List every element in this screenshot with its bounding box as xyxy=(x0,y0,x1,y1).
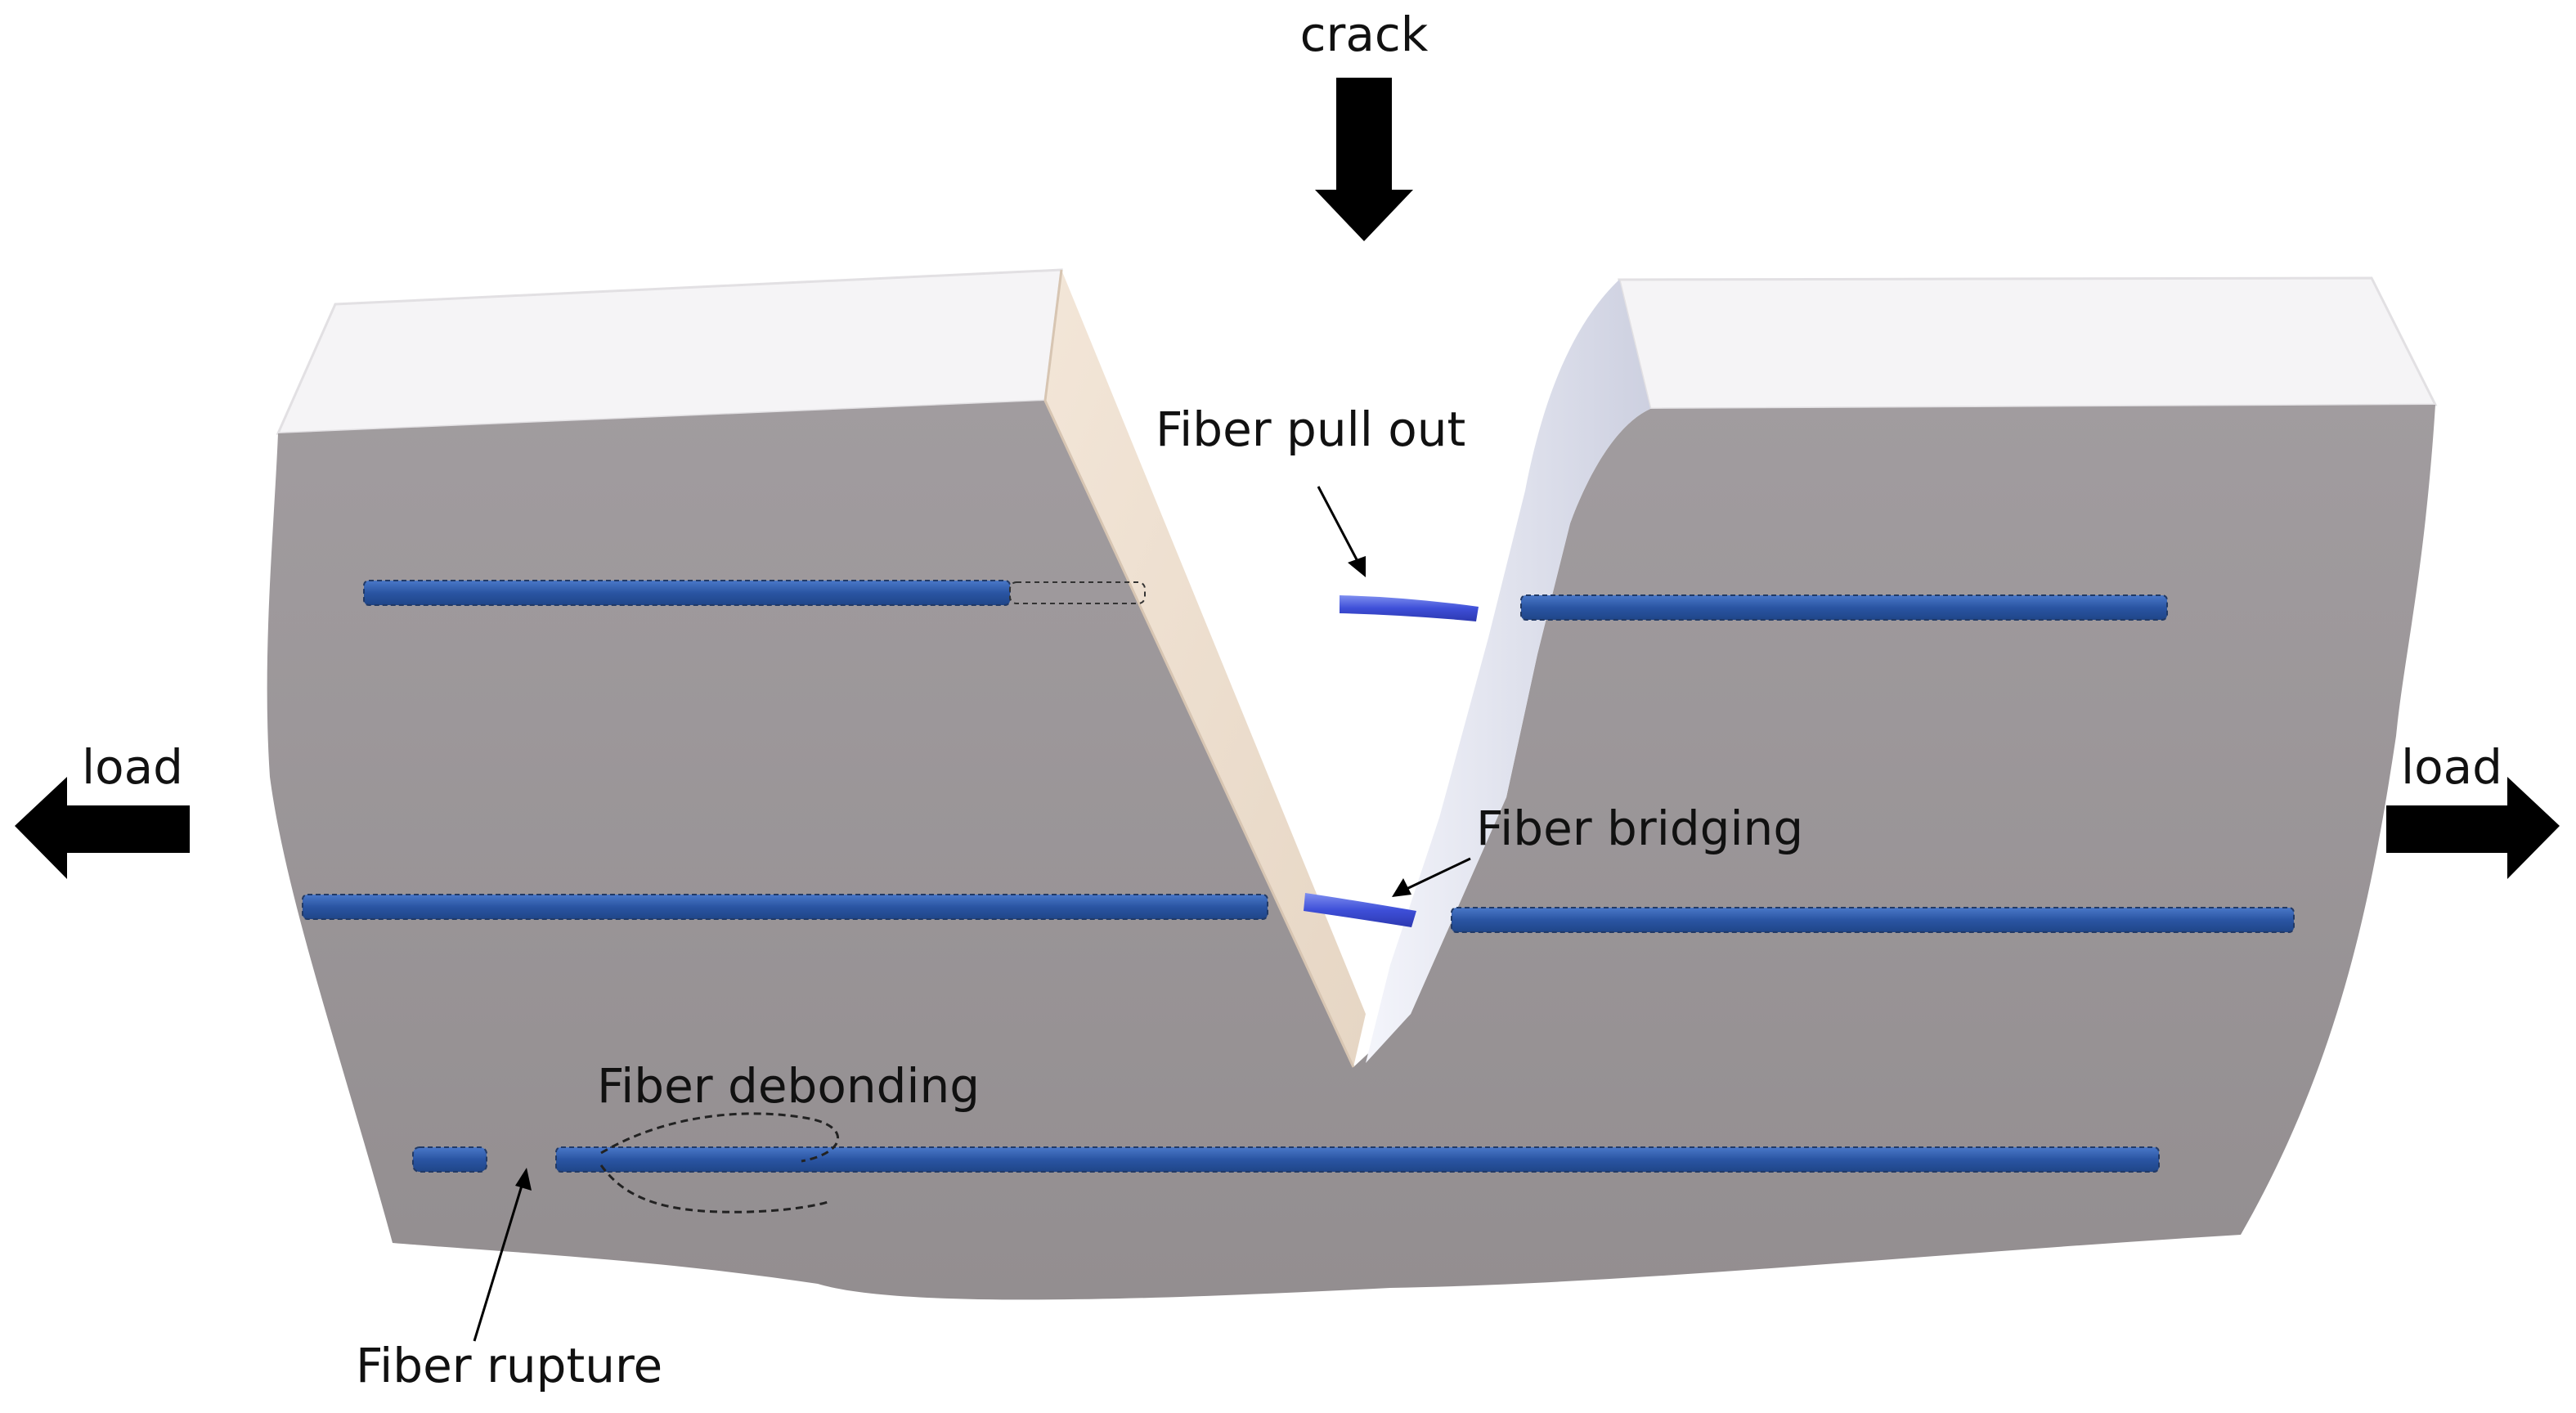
load-arrow-left-icon xyxy=(15,777,190,879)
debonding-label: Fiber debonding xyxy=(597,1058,980,1114)
fiber-row1-right xyxy=(1520,594,2168,621)
crack-label: crack xyxy=(1300,7,1429,62)
rupture-pointer xyxy=(473,1168,532,1342)
fiber-row1-left xyxy=(363,580,1011,606)
debonding-outline xyxy=(599,1112,839,1213)
fiber-row3-ruptured-piece xyxy=(412,1146,487,1173)
load-arrow-right-icon xyxy=(2386,777,2560,879)
bridging-label: Fiber bridging xyxy=(1476,801,1803,856)
crack-face-right xyxy=(1366,280,1650,1063)
crack-face-left xyxy=(1045,270,1366,1067)
fiber-pulled-out xyxy=(1340,595,1479,621)
fiber-bridging xyxy=(1304,893,1416,927)
fiber-row1-debond-hole xyxy=(1009,581,1146,604)
right-top-face xyxy=(1618,276,2438,410)
matrix-block xyxy=(267,268,2438,1300)
fiber-row2-right xyxy=(1451,907,2295,933)
fiber-row3-main xyxy=(555,1146,2160,1173)
fiber-row2-left xyxy=(302,894,1268,920)
crack-arrow-icon xyxy=(1315,78,1413,241)
pull-out-pointer xyxy=(1317,486,1366,577)
load-label-right: load xyxy=(2401,739,2502,795)
front-face xyxy=(267,401,2435,1300)
load-label-left: load xyxy=(82,739,183,795)
fibers xyxy=(302,580,2295,1213)
pull-out-label: Fiber pull out xyxy=(1156,401,1465,457)
bridging-pointer xyxy=(1392,857,1471,897)
rupture-label: Fiber rupture xyxy=(356,1338,662,1393)
